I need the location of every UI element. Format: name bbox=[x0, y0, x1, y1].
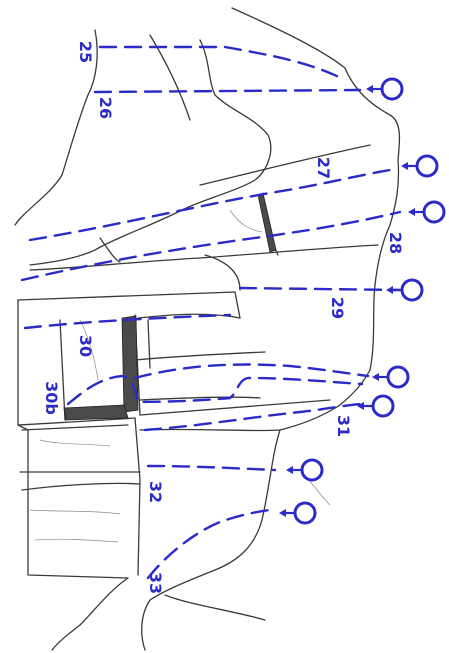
route-line-26[interactable] bbox=[95, 90, 360, 92]
anchor-icons bbox=[279, 79, 444, 523]
lower-off-ring-icon[interactable] bbox=[408, 202, 444, 222]
shaded-areas bbox=[64, 193, 276, 420]
lower-off-ring-icon[interactable] bbox=[357, 396, 393, 416]
route-label-31: 31 bbox=[334, 415, 353, 437]
route-line-29-upper[interactable] bbox=[240, 288, 400, 290]
route-line-30[interactable] bbox=[135, 365, 368, 379]
route-label-26: 26 bbox=[96, 97, 115, 119]
route-line-33[interactable] bbox=[148, 510, 270, 578]
route-line-31[interactable] bbox=[145, 404, 360, 430]
route-label-30b: 30b bbox=[42, 381, 61, 415]
route-label-32: 32 bbox=[146, 481, 165, 503]
lower-off-ring-icon[interactable] bbox=[401, 156, 437, 176]
rock-outline bbox=[15, 8, 400, 650]
route-line-28[interactable] bbox=[22, 212, 400, 280]
route-labels: 25 26 27 28 29 30 30b 31 32 33 bbox=[42, 41, 405, 594]
lower-off-ring-icon[interactable] bbox=[279, 503, 315, 523]
route-line-32[interactable] bbox=[148, 466, 275, 470]
route-label-33: 33 bbox=[146, 572, 165, 594]
route-label-25: 25 bbox=[76, 41, 95, 63]
dark-crack-27 bbox=[258, 193, 276, 252]
route-line-30b[interactable] bbox=[68, 376, 362, 404]
dark-ledge-30b bbox=[64, 405, 128, 420]
route-label-28: 28 bbox=[386, 232, 405, 254]
lower-off-ring-icon[interactable] bbox=[386, 280, 422, 300]
route-label-27: 27 bbox=[314, 157, 333, 179]
route-label-30: 30 bbox=[76, 335, 95, 357]
route-line-25[interactable] bbox=[100, 47, 345, 80]
route-line-27[interactable] bbox=[30, 170, 390, 240]
lower-off-ring-icon[interactable] bbox=[286, 460, 322, 480]
route-label-29: 29 bbox=[328, 297, 347, 319]
lower-off-ring-icon[interactable] bbox=[372, 367, 408, 387]
lower-off-ring-icon[interactable] bbox=[366, 79, 402, 99]
dark-chimney-30 bbox=[122, 316, 138, 412]
